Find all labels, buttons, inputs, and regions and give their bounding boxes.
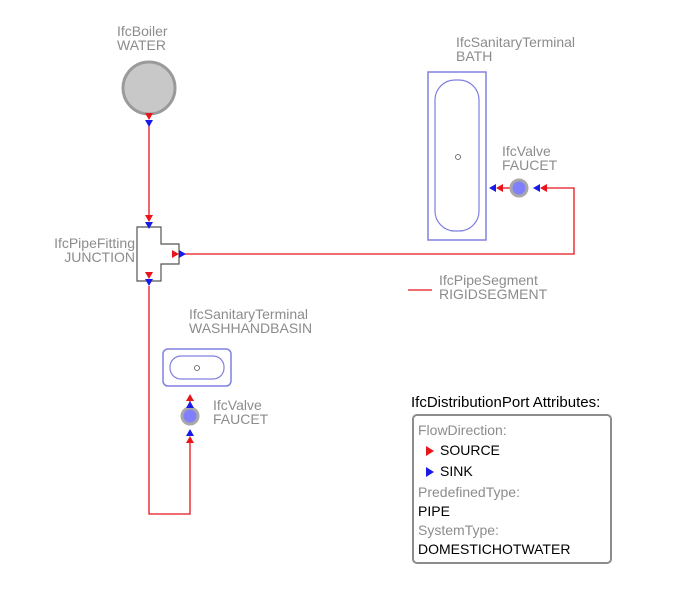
legend-source-item: SOURCE <box>426 442 500 458</box>
legend-flow-direction-label: FlowDirection: <box>418 422 507 438</box>
washhandbasin-label: IfcSanitaryTerminal WASHHANDBASIN <box>189 307 312 335</box>
basin-valve-icon <box>180 406 200 426</box>
port-sink-icon <box>145 222 153 229</box>
source-triangle-icon <box>426 446 434 456</box>
port-source-icon <box>186 394 194 401</box>
legend-sink-item: SINK <box>426 463 473 479</box>
washhandbasin-type: IfcSanitaryTerminal <box>189 306 309 322</box>
junction-label: IfcPipeFitting JUNCTION <box>54 236 135 264</box>
bath-predefined-type: BATH <box>456 48 493 64</box>
port-sink-icon <box>186 401 194 408</box>
legend-predefined-type-value: PIPE <box>418 503 450 519</box>
boiler-predefined-type: WATER <box>117 37 166 53</box>
pipe-segment-predefined-type: RIGIDSEGMENT <box>439 286 548 302</box>
port-sink-icon <box>179 250 186 258</box>
port-source-icon <box>172 250 179 258</box>
bath-valve-type: IfcValve <box>502 143 551 159</box>
bath-type: IfcSanitaryTerminal <box>456 34 576 50</box>
boiler-icon <box>121 60 177 116</box>
distribution-ports <box>145 113 547 443</box>
port-sink-icon <box>186 429 194 436</box>
basin-valve-label: IfcValve FAUCET <box>213 398 268 426</box>
bath-label: IfcSanitaryTerminal BATH <box>456 35 575 63</box>
legend-predefined-type-label: PredefinedType: <box>418 484 520 500</box>
port-source-icon <box>145 113 153 120</box>
legend-system-type-label: SystemType: <box>418 522 499 538</box>
port-source-icon <box>145 215 153 222</box>
port-sink-icon <box>145 279 153 286</box>
bath-icon <box>427 71 487 241</box>
port-source-icon <box>540 184 547 192</box>
boiler-type: IfcBoiler <box>117 23 168 39</box>
port-source-icon <box>186 436 194 443</box>
legend-sink-text: SINK <box>440 463 473 479</box>
port-sink-icon <box>145 120 153 127</box>
basin-valve-predefined-type: FAUCET <box>213 411 269 427</box>
washhandbasin-predefined-type: WASHHANDBASIN <box>189 320 313 336</box>
pipe-network <box>148 124 575 515</box>
bath-valve-predefined-type: FAUCET <box>502 157 558 173</box>
boiler-label: IfcBoiler WATER <box>117 24 168 52</box>
bath-valve-label: IfcValve FAUCET <box>502 144 557 172</box>
pipe-segment-type: IfcPipeSegment <box>439 272 538 288</box>
port-source-icon <box>145 272 153 279</box>
legend-box: FlowDirection: SOURCE SINK PredefinedTyp… <box>412 414 612 564</box>
bath-valve-icon <box>509 178 529 198</box>
junction-predefined-type: JUNCTION <box>64 249 135 265</box>
port-source-icon <box>496 184 503 192</box>
pipe-junction-bath-valve <box>184 187 575 255</box>
legend-system-type-value: DOMESTICHOTWATER <box>418 541 571 557</box>
pipe-segment-label: IfcPipeSegment RIGIDSEGMENT <box>439 273 547 301</box>
sink-triangle-icon <box>426 467 434 477</box>
junction-type: IfcPipeFitting <box>54 235 135 251</box>
legend-title: IfcDistributionPort Attributes: <box>411 394 601 411</box>
port-sink-icon <box>533 184 540 192</box>
basin-valve-type: IfcValve <box>213 397 262 413</box>
port-sink-icon <box>489 184 496 192</box>
junction-fitting-icon <box>136 226 180 282</box>
legend-source-text: SOURCE <box>440 442 500 458</box>
pipe-junction-basin-valve <box>148 286 191 515</box>
washhandbasin-icon <box>162 348 232 387</box>
